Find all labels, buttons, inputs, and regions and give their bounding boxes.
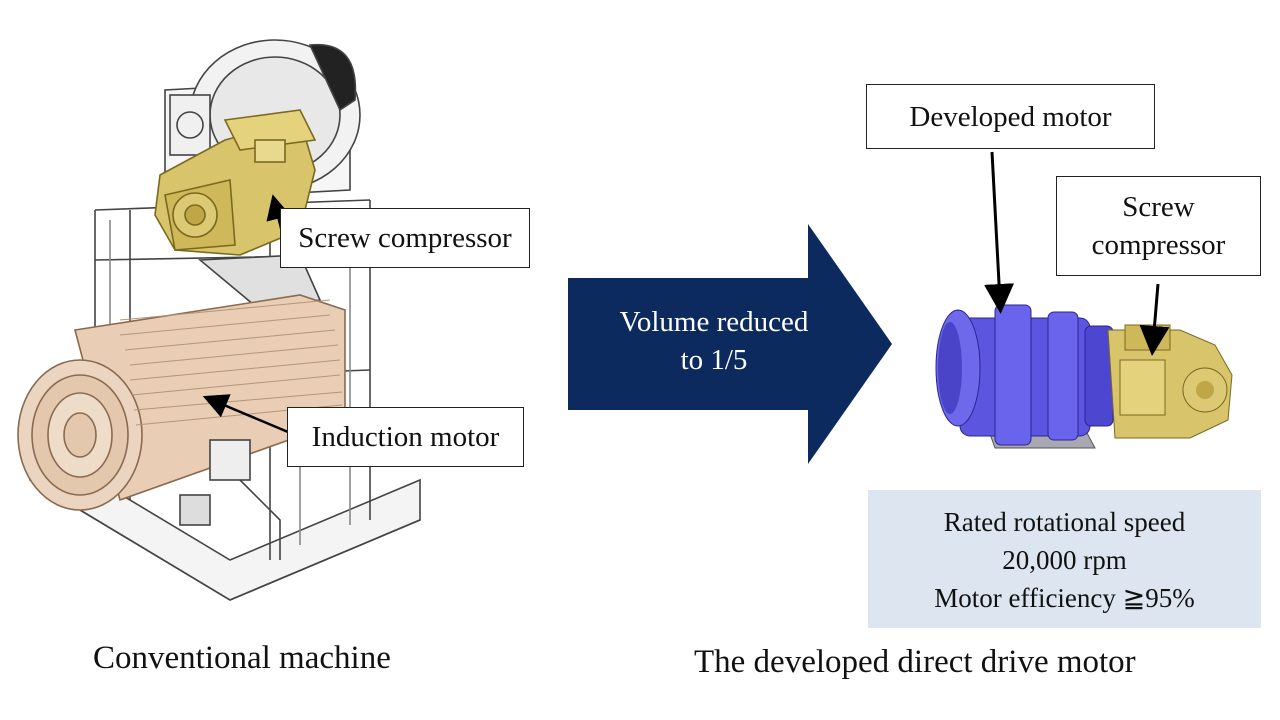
arrow-label-line1: Volume reduced bbox=[619, 306, 809, 338]
spec-rated-speed-label: Rated rotational speed bbox=[943, 507, 1186, 537]
developed-motor-label: Developed motor bbox=[866, 84, 1155, 149]
screw-compressor-leader-right bbox=[1139, 283, 1170, 356]
induction-motor-label: Induction motor bbox=[287, 407, 524, 467]
screw-compressor-label-right: Screw compressor bbox=[1056, 176, 1261, 276]
developed-motor-leader bbox=[984, 151, 1015, 314]
developed-motor-label-text: Developed motor bbox=[909, 100, 1112, 133]
spec-rated-speed-value: 20,000 rpm bbox=[1002, 545, 1127, 575]
screw-compressor-label-right-line2: compressor bbox=[1091, 229, 1226, 261]
induction-motor-leader bbox=[202, 394, 289, 434]
arrow-label-line2: to 1/5 bbox=[680, 344, 748, 376]
screw-compressor-label-left-text: Screw compressor bbox=[298, 222, 512, 254]
developed-motor-illustration bbox=[935, 304, 1233, 449]
spec-motor-efficiency: Motor efficiency ≧95% bbox=[934, 583, 1195, 613]
spec-box: Rated rotational speed 20,000 rpm Motor … bbox=[868, 490, 1261, 628]
conventional-machine-caption: Conventional machine bbox=[93, 640, 391, 676]
developed-motor-caption: The developed direct drive motor bbox=[694, 644, 1136, 680]
screw-compressor-label-left: Screw compressor bbox=[280, 208, 530, 268]
screw-compressor-label-right-line1: Screw bbox=[1122, 191, 1195, 223]
induction-motor-label-text: Induction motor bbox=[311, 421, 500, 453]
conventional-machine-illustration bbox=[17, 39, 421, 601]
arrow-label: Volume reduced to 1/5 bbox=[570, 303, 858, 379]
volume-reduction-arrow bbox=[568, 224, 892, 464]
